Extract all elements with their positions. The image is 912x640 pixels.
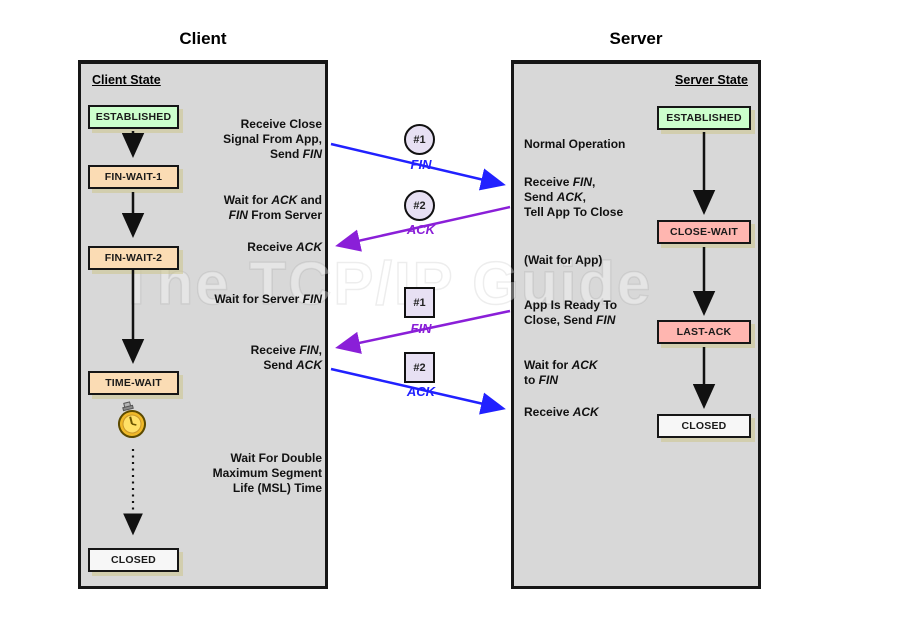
client-anno-wait-server-fin: Wait for Server FIN xyxy=(214,292,322,306)
server-state-close-wait: CLOSE-WAIT xyxy=(657,220,751,244)
message-1-fin-label: FIN xyxy=(410,157,432,172)
client-anno-receive-ack: Receive ACK xyxy=(247,240,322,254)
server-state-established: ESTABLISHED xyxy=(657,106,751,130)
client-state-time-wait: TIME-WAIT xyxy=(88,371,179,395)
server-state-closed: CLOSED xyxy=(657,414,751,438)
client-anno-receive-fin-send-ack: Receive FIN,Send ACK xyxy=(250,343,322,372)
server-state-header: Server State xyxy=(675,73,748,87)
message-1-badge: #1 xyxy=(404,124,435,155)
message-3-badge: #1 xyxy=(404,287,435,318)
server-anno-normal-operation: Normal Operation xyxy=(524,137,626,151)
client-state-closed: CLOSED xyxy=(88,548,179,572)
server-anno-wait-for-app: (Wait for App) xyxy=(524,253,603,267)
client-panel xyxy=(78,60,328,589)
server-anno-receive-fin: Receive FIN,Send ACK,Tell App To Close xyxy=(524,175,624,219)
client-title: Client xyxy=(179,29,227,48)
server-anno-receive-ack: Receive ACK xyxy=(524,405,599,419)
stopwatch-icon xyxy=(118,401,146,438)
message-4-badge: #2 xyxy=(404,352,435,383)
message-4-ack-label: ACK xyxy=(406,384,436,399)
server-title: Server xyxy=(609,29,663,48)
message-3-fin-label: FIN xyxy=(410,321,432,336)
server-state-last-ack: LAST-ACK xyxy=(657,320,751,344)
client-state-header: Client State xyxy=(92,73,161,87)
message-2-badge: #2 xyxy=(404,190,435,221)
client-state-fin-wait-1: FIN-WAIT-1 xyxy=(88,165,179,189)
message-2-ack-label: ACK xyxy=(406,222,436,237)
client-state-established: ESTABLISHED xyxy=(88,105,179,129)
